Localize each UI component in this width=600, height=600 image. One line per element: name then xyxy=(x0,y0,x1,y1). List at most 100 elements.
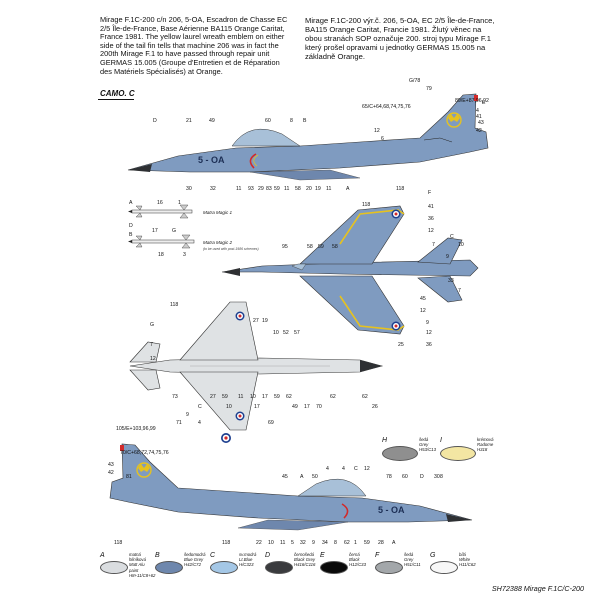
swatch-en: Matt Alu paint xyxy=(129,562,145,573)
callout: 59 xyxy=(274,394,280,400)
magic2-label: Matra Magic 2 xyxy=(203,240,233,245)
callout: 59 xyxy=(274,186,280,192)
callout: 118 xyxy=(222,540,230,546)
callout: B xyxy=(303,118,307,124)
callout: 118 xyxy=(362,202,370,208)
swatch-code: H51/C11 xyxy=(404,562,421,568)
callout: 59 xyxy=(364,540,370,546)
side-code-text-right: 5 - OA xyxy=(378,505,405,515)
swatch-letter: H xyxy=(382,437,388,444)
swatch-color xyxy=(382,446,418,461)
swatch-color xyxy=(265,561,293,574)
callout: A xyxy=(392,540,396,546)
callout: 7 xyxy=(150,342,153,348)
callout: 43 xyxy=(108,462,114,468)
callout: C xyxy=(198,404,202,410)
callouts-bottom-side: 105/E+103,96,99 70/C+68,72,74,75,76 43 4… xyxy=(108,426,443,546)
swatch-cz: černošedá xyxy=(294,552,315,557)
swatch-cz: černá xyxy=(349,552,360,557)
callout: G/78 xyxy=(409,78,420,84)
swatch-color xyxy=(430,561,458,574)
callout: 81 xyxy=(126,474,132,480)
callout: 32 xyxy=(300,540,306,546)
callout: 12 xyxy=(428,228,434,234)
callout: A xyxy=(129,200,133,206)
callout: 33 xyxy=(448,278,454,284)
callout: 27 xyxy=(210,394,216,400)
callout: 45 xyxy=(420,296,426,302)
callout: 10 xyxy=(458,242,464,248)
swatch-en: Lt.Blue xyxy=(239,557,253,563)
callout: 26 xyxy=(372,404,378,410)
callout: 9 xyxy=(446,254,449,260)
callout: 8 xyxy=(334,540,337,546)
callout: 36 xyxy=(426,342,432,348)
callout: A xyxy=(346,186,350,192)
callout: 32 xyxy=(210,186,216,192)
callouts-top-side: D 21 49 60 8 B G/78 89/E+87,96,92 79 E 4… xyxy=(153,78,489,192)
callouts-missile: A 16 1 D B 17 G 3 18 xyxy=(129,200,186,258)
callout: D xyxy=(153,118,157,124)
english-description: Mirage F.1C-200 c/n 206, 5-OA, Escadron … xyxy=(100,15,288,76)
callout: 12 xyxy=(374,128,380,134)
callout: 17 xyxy=(152,228,158,234)
callout: 9 xyxy=(426,320,429,326)
callout: 11 xyxy=(284,186,289,192)
swatch-en: Black Grey xyxy=(294,557,316,563)
callout: 11 xyxy=(236,186,241,192)
callout: 9 xyxy=(312,540,315,546)
swatch-code: H416/C116 xyxy=(294,562,316,568)
swatch-en: Grey xyxy=(404,557,414,563)
callout: 16 xyxy=(157,200,163,206)
callout: C xyxy=(354,466,358,472)
callout: G xyxy=(150,322,154,328)
callout: 42 xyxy=(476,128,482,134)
callout: 83 xyxy=(266,186,272,192)
callout: 79 xyxy=(426,86,432,92)
swatch-letter: D xyxy=(265,552,271,559)
swatch-cz: sv.modrá xyxy=(239,552,257,557)
swatch-color xyxy=(440,446,476,461)
swatch-cz: matná hliníková xyxy=(129,552,146,563)
swatch-cz: šedomodrá xyxy=(184,552,206,557)
callout: 28 xyxy=(378,540,384,546)
swatch-color xyxy=(210,561,238,574)
swatch-letter: C xyxy=(210,552,216,559)
callout: 58 xyxy=(332,244,338,250)
callout: 1 xyxy=(178,200,181,206)
swatch-color xyxy=(100,561,128,574)
callout: 30 xyxy=(434,474,440,480)
callout: 19 xyxy=(315,186,321,192)
callout: 45 xyxy=(282,474,288,480)
callout: F xyxy=(428,190,431,196)
swatch-code: H8+11/C8+62 xyxy=(129,572,156,578)
callout: 20 xyxy=(306,186,312,192)
callout: 105/E+103,96,99 xyxy=(116,426,156,432)
callout: 34 xyxy=(322,540,328,546)
callout: 8 xyxy=(290,118,293,124)
camo-label: CAMO. C xyxy=(100,89,135,98)
callout: 12 xyxy=(364,466,370,472)
magic2-note: (to be used with post-1986 schemes) xyxy=(203,247,259,251)
callouts-top-view: F 41 118 36 12 95 58 59 58 7 9 10 C 33 7… xyxy=(282,190,464,348)
callout: 6 xyxy=(381,136,384,142)
swatch-code: H/C323 xyxy=(239,562,254,568)
callout: 5 xyxy=(291,540,294,546)
callout: 10 xyxy=(273,330,279,336)
callout: 12 xyxy=(420,308,426,314)
callout: 22 xyxy=(256,540,262,546)
callout: 41 xyxy=(476,114,482,120)
callout: 65/C+64,68,74,75,76 xyxy=(362,104,411,110)
callout: 60 xyxy=(402,474,408,480)
callout: 62 xyxy=(344,540,350,546)
swatch-letter: B xyxy=(155,552,160,559)
callout: 57 xyxy=(294,330,300,336)
callout: 41 xyxy=(428,204,434,210)
callout: A xyxy=(300,474,304,480)
callout: D xyxy=(420,474,424,480)
